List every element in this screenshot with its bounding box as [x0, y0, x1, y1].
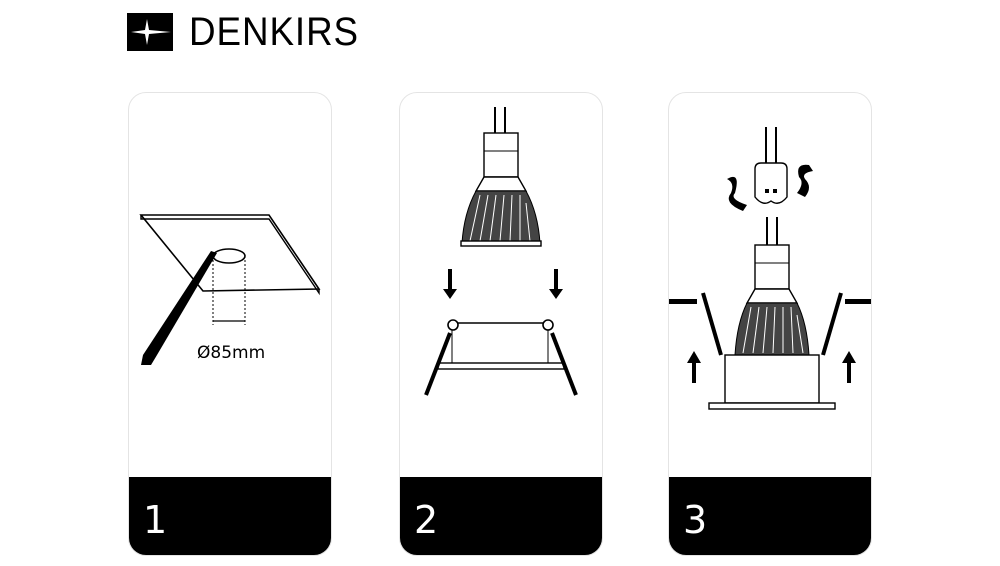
step-number: 3 — [683, 498, 708, 542]
step-footer: 1 — [129, 477, 331, 555]
step-footer: 3 — [669, 477, 871, 555]
star-flare-icon — [127, 13, 173, 51]
brand-logo: DENKIRS — [127, 12, 374, 52]
rotate-arrow-icon — [797, 164, 813, 197]
rotate-arrow-icon — [727, 176, 747, 211]
insert-bulb-illustration — [424, 107, 578, 396]
cutout-diameter-label: Ø85mm — [197, 343, 266, 363]
step-card-2: 2 — [399, 92, 603, 556]
step-number: 1 — [143, 498, 168, 542]
step-number: 2 — [414, 498, 439, 542]
ceiling-cutout-illustration — [139, 214, 321, 365]
brand-name: DENKIRS — [189, 10, 360, 54]
step-card-1: Ø85mm 1 — [128, 92, 332, 556]
step-footer: 2 — [400, 477, 602, 555]
mount-fixture-illustration — [669, 127, 871, 410]
step-card-3: 3 — [668, 92, 872, 556]
